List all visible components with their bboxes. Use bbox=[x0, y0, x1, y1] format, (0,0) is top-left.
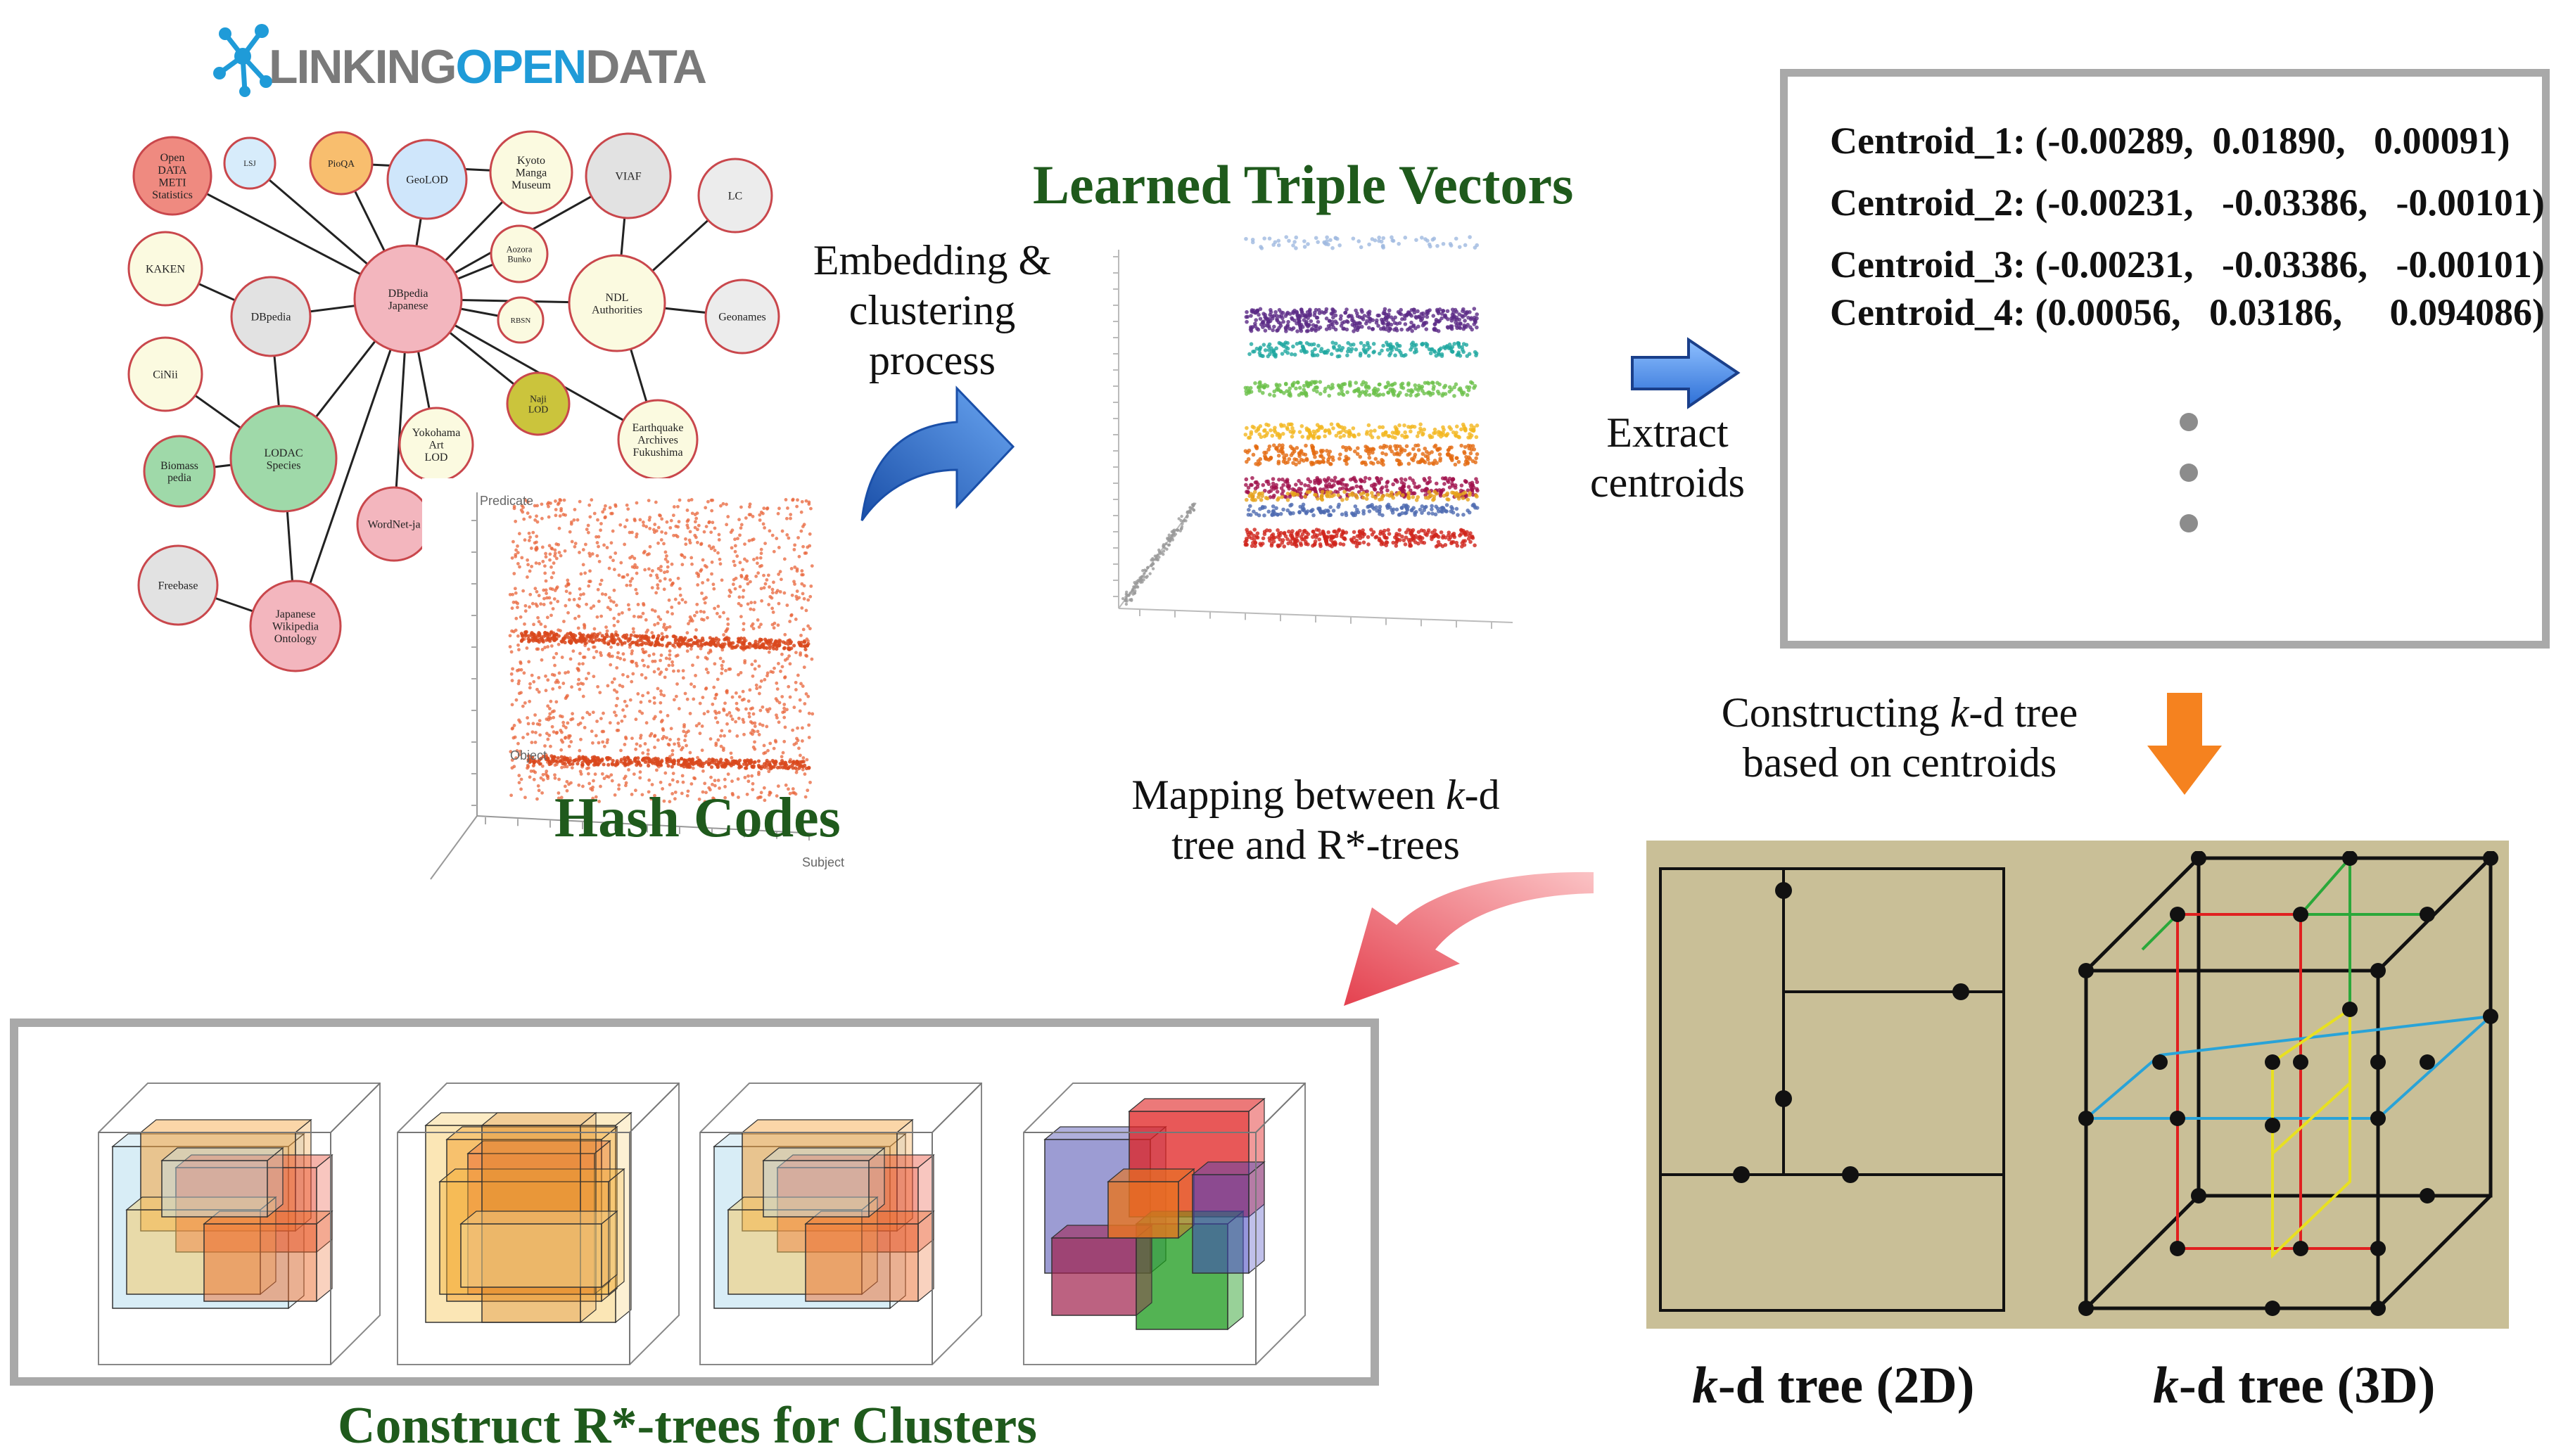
lod-node: LC bbox=[699, 159, 772, 232]
rtree-cube bbox=[398, 1083, 679, 1365]
hash-axis-object: Object bbox=[510, 748, 547, 762]
extract-arrow-icon bbox=[1629, 336, 1741, 414]
lod-node-label: LSJ bbox=[243, 160, 256, 168]
construct-kd-line1-a: Constructing bbox=[1722, 689, 1950, 736]
centroid-list: Centroid_1: (-0.00289, 0.01890, 0.00091)… bbox=[1830, 119, 2545, 352]
centroid-values: (-0.00231, -0.03386, -0.00101) bbox=[2026, 243, 2545, 286]
lod-node-label: Freebase bbox=[158, 580, 198, 592]
kd-tree-3d-caption: k-d tree (3D) bbox=[2153, 1356, 2435, 1416]
mapping-line1-b: -d bbox=[1465, 772, 1500, 818]
centroid-row: Centroid_1: (-0.00289, 0.01890, 0.00091) bbox=[1830, 119, 2545, 181]
centroid-values: (0.00056, 0.03186, 0.094086) bbox=[2026, 291, 2545, 333]
mapping-line2: tree and R*-trees bbox=[1083, 820, 1548, 870]
lod-node: GeoLOD bbox=[388, 140, 466, 219]
kd-tree-3d-diagram bbox=[2068, 851, 2505, 1322]
hash-codes-title: Hash Codes bbox=[554, 786, 841, 850]
ellipsis-dot-1 bbox=[2180, 413, 2198, 431]
rtree-cube bbox=[700, 1083, 981, 1365]
construct-kd-line1-b: -d tree bbox=[1969, 689, 2078, 736]
down-arrow-icon bbox=[2146, 693, 2223, 798]
lod-node-label: RBSN bbox=[511, 317, 531, 325]
centroid-values: (-0.00289, 0.01890, 0.00091) bbox=[2026, 120, 2510, 162]
lod-node: KAKEN bbox=[129, 232, 202, 305]
logo-text-open: OPEN bbox=[456, 40, 586, 94]
centroid-label: Centroid_4: bbox=[1830, 291, 2026, 333]
centroid-label: Centroid_1: bbox=[1830, 120, 2026, 162]
hash-axis-subject: Subject bbox=[802, 855, 844, 869]
centroid-row: Centroid_4: (0.00056, 0.03186, 0.094086) bbox=[1830, 290, 2545, 352]
ellipsis-dot-2 bbox=[2180, 464, 2198, 482]
rtree-caption: Construct R*-trees for Clusters bbox=[338, 1396, 1037, 1456]
lod-node-label: LC bbox=[728, 191, 742, 203]
ellipsis-dot-3 bbox=[2180, 514, 2198, 532]
mapping-line1-k: k bbox=[1446, 772, 1465, 818]
logo-text-data: DATA bbox=[585, 40, 706, 94]
lod-node-label: Geonames bbox=[718, 312, 766, 324]
centroid-values: (-0.00231, -0.03386, -0.00101) bbox=[2026, 181, 2545, 224]
lod-node: Geonames bbox=[706, 280, 779, 353]
lod-node-label: WordNet-ja bbox=[367, 519, 420, 531]
lod-node: WordNet-ja bbox=[357, 487, 431, 561]
kd-2d-rest: -d tree (2D) bbox=[1718, 1357, 1974, 1415]
rtree-cube bbox=[1024, 1083, 1305, 1365]
kd-3d-k: k bbox=[2153, 1357, 2179, 1415]
lod-node: RBSN bbox=[498, 298, 543, 343]
kd-3d-rest: -d tree (3D) bbox=[2179, 1357, 2435, 1415]
logo-text-linking: LINKING bbox=[269, 40, 456, 94]
rtree-cube bbox=[98, 1083, 380, 1365]
extract-label-line1: Extract bbox=[1562, 408, 1773, 458]
lod-node: LSJ bbox=[224, 138, 275, 189]
centroid-label: Centroid_2: bbox=[1830, 181, 2026, 224]
construct-kd-line2: based on centroids bbox=[1667, 738, 2132, 788]
kd-tree-2d-caption: k-d tree (2D) bbox=[1692, 1356, 1974, 1416]
centroids-box: Centroid_1: (-0.00289, 0.01890, 0.00091)… bbox=[1780, 69, 2550, 649]
lod-node: CiNii bbox=[129, 338, 202, 411]
construct-kd-line1-k: k bbox=[1950, 689, 1969, 736]
lod-node-label: PioQA bbox=[328, 158, 355, 169]
lod-node: DBpedia bbox=[231, 277, 310, 356]
kd-2d-k: k bbox=[1692, 1357, 1718, 1415]
mapping-label: Mapping between k-d tree and R*-trees bbox=[1083, 770, 1548, 870]
extract-label-line2: centroids bbox=[1562, 458, 1773, 508]
triple-vectors-plot bbox=[1076, 229, 1527, 651]
mapping-arrow-icon bbox=[1330, 865, 1597, 1020]
kd-tree-2d-diagram bbox=[1657, 865, 2009, 1315]
lod-node-label: VIAF bbox=[615, 171, 641, 183]
lod-node-label: KAKEN bbox=[146, 264, 185, 276]
lod-node: PioQA bbox=[310, 132, 372, 194]
triple-vectors-title: Learned Triple Vectors bbox=[1033, 153, 1573, 217]
centroid-row: Centroid_2: (-0.00231, -0.03386, -0.0010… bbox=[1830, 181, 2545, 243]
embedding-arrow-icon bbox=[855, 380, 1017, 528]
lod-node-label: CiNii bbox=[153, 369, 178, 381]
lod-node-label: GeoLOD bbox=[406, 174, 448, 186]
hash-axis-predicate: Predicate bbox=[480, 494, 533, 508]
lod-node: Freebase bbox=[139, 546, 217, 625]
linking-open-data-logo: LINKINGOPENDATA bbox=[204, 13, 697, 104]
extract-centroids-label: Extract centroids bbox=[1562, 408, 1773, 508]
rtree-cubes bbox=[84, 1062, 1337, 1372]
mapping-line1-a: Mapping between bbox=[1131, 772, 1446, 818]
embedding-label: Embedding & clustering process bbox=[792, 236, 1073, 385]
lod-node: VIAF bbox=[586, 134, 670, 218]
lod-node-label: DBpedia bbox=[251, 312, 291, 324]
centroid-label: Centroid_3: bbox=[1830, 243, 2026, 286]
construct-kd-label: Constructing k-d tree based on centroids bbox=[1667, 688, 2132, 788]
